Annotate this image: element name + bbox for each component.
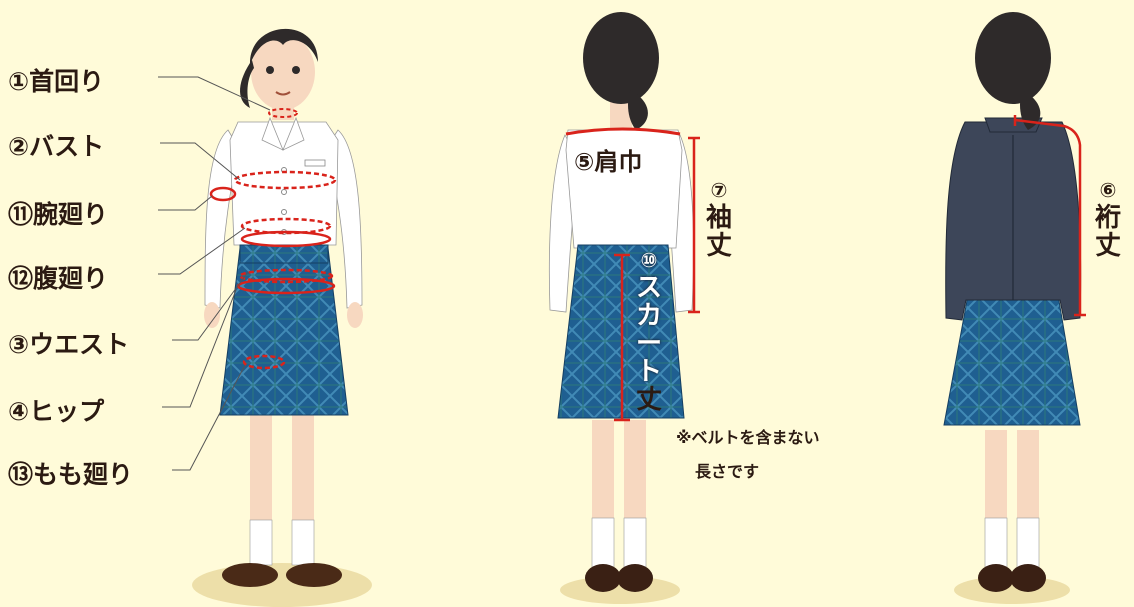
label-yuki-length: ⑥ 裄 丈 — [1093, 176, 1123, 260]
skirt-char-5: 丈 — [635, 385, 662, 415]
jacket-figure — [943, 12, 1086, 604]
yuki-number: ⑥ — [1099, 178, 1117, 202]
sleeve-char-2: 丈 — [705, 231, 732, 261]
back-figure — [548, 12, 700, 604]
skirt-char-3: ー — [635, 329, 662, 359]
front-figure — [192, 28, 372, 607]
leader-lines — [158, 76, 271, 471]
skirt-char-2: カ — [635, 301, 662, 331]
label-arm: ⑪腕廻り — [8, 200, 109, 229]
label-skirt-length: ⑩ ス カ ー ト 丈 — [634, 246, 664, 414]
label-shoulder: ⑤肩巾 — [574, 148, 643, 176]
skirt-char-4: ト — [635, 357, 662, 387]
label-hip: ④ヒップ — [8, 397, 105, 426]
label-bust: ②バスト — [8, 132, 105, 161]
sleeve-char-1: 袖 — [705, 203, 732, 233]
label-thigh: ⑬もも廻り — [8, 460, 134, 489]
label-neck: ①首回り — [8, 67, 105, 96]
skirt-number: ⑩ — [640, 248, 658, 272]
yuki-char-1: 裄 — [1094, 203, 1121, 233]
note-line-1: ※ベルトを含まない — [676, 428, 820, 447]
label-belly: ⑫腹廻り — [8, 264, 109, 293]
sleeve-number: ⑦ — [710, 178, 728, 202]
yuki-char-2: 丈 — [1094, 231, 1121, 261]
label-sleeve-length: ⑦ 袖 丈 — [704, 176, 734, 260]
label-waist: ③ウエスト — [8, 330, 130, 359]
note-line-2: 長さです — [695, 462, 760, 481]
skirt-char-1: ス — [635, 273, 662, 303]
